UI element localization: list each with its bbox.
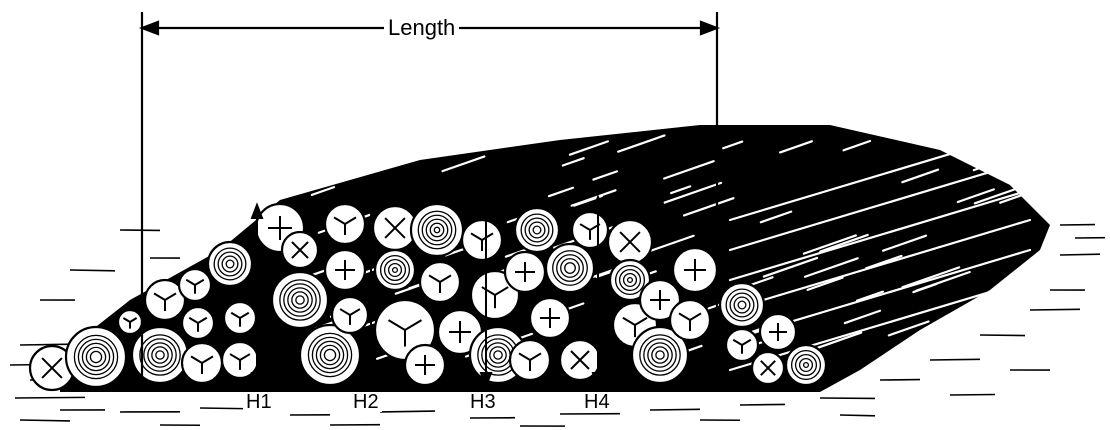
ground-stroke — [740, 404, 785, 405]
ground-stroke — [950, 394, 995, 395]
log-end — [224, 302, 256, 334]
ground-stroke — [1060, 254, 1100, 255]
log-end — [760, 314, 796, 350]
log-end — [515, 208, 559, 252]
log-end — [420, 262, 460, 302]
log-end — [182, 307, 214, 339]
log-end — [670, 300, 710, 340]
bark-stroke — [341, 138, 359, 144]
height-label-h2: H2 — [350, 392, 382, 412]
ground-stroke — [650, 409, 700, 410]
ground-stroke — [380, 411, 435, 412]
log-end — [325, 250, 365, 290]
log-end — [66, 327, 126, 387]
log-end — [179, 269, 211, 301]
height-label-h1: H1 — [243, 392, 275, 412]
log-end — [118, 310, 142, 334]
log-end — [272, 272, 328, 328]
log-end — [208, 242, 252, 286]
log-end — [505, 252, 545, 292]
ground-stroke — [20, 420, 70, 421]
log-end — [720, 283, 764, 327]
length-label: Length — [384, 17, 459, 39]
ground-stroke — [840, 415, 875, 416]
ground-stroke — [1030, 309, 1080, 310]
log-end — [182, 343, 222, 383]
log-end — [608, 220, 652, 264]
log-end — [325, 204, 365, 244]
log-end — [411, 204, 463, 256]
ground-stroke — [980, 335, 1025, 336]
height-label-h3: H3 — [467, 392, 499, 412]
log-end — [673, 248, 717, 292]
ground-stroke — [15, 397, 85, 398]
log-end — [132, 327, 188, 383]
ground-stroke — [930, 359, 980, 360]
log-end — [462, 220, 502, 260]
log-end — [786, 345, 826, 385]
log-end — [726, 329, 758, 361]
log-end — [752, 352, 784, 384]
log-end — [546, 244, 594, 292]
log-end — [375, 250, 415, 290]
log-end — [530, 298, 570, 338]
log-end — [405, 345, 445, 385]
log-end — [332, 297, 368, 333]
log-end — [282, 232, 318, 268]
ground-stroke — [70, 270, 115, 271]
height-label-h4: H4 — [581, 392, 613, 412]
log-end — [510, 340, 550, 380]
log-end — [572, 212, 608, 248]
bark-stroke — [974, 161, 1001, 170]
